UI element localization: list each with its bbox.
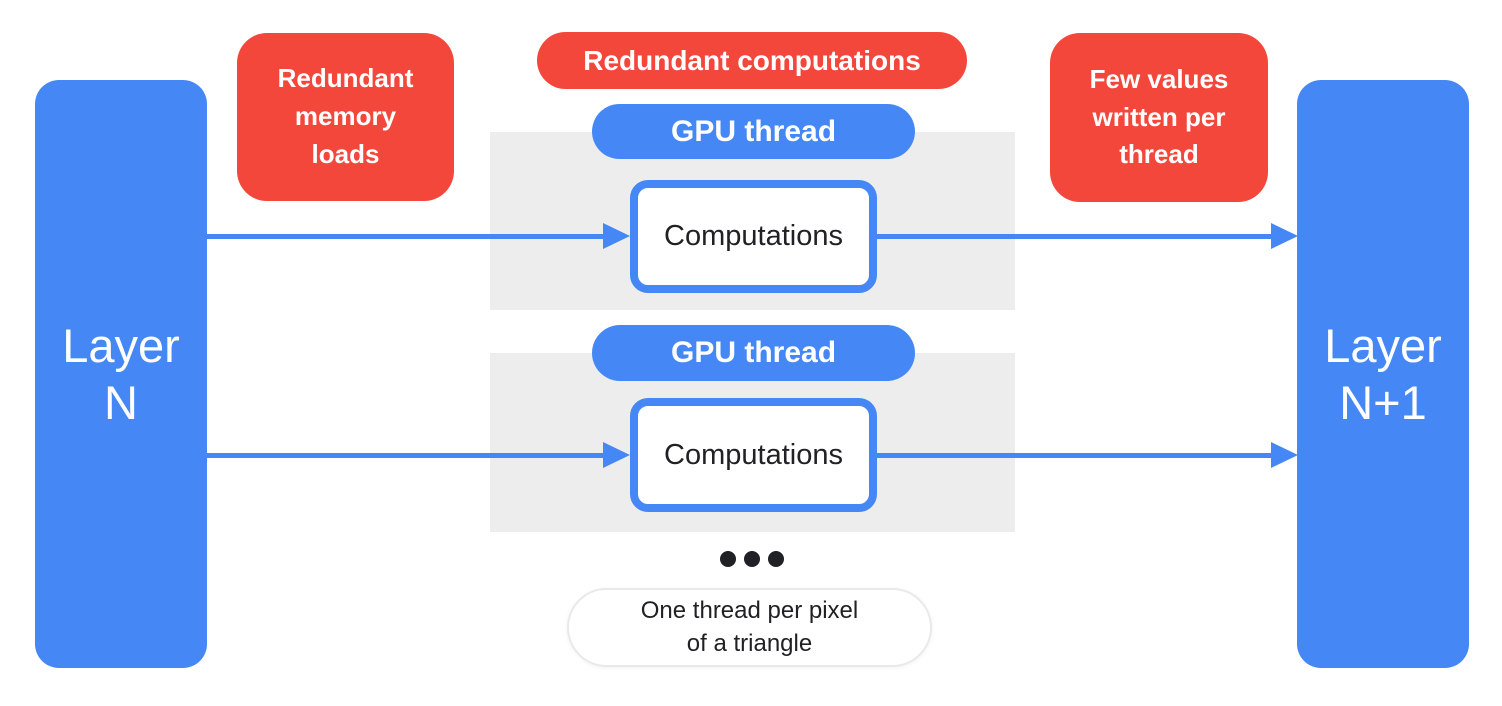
- arrowhead-icon: [1271, 442, 1298, 468]
- layer-n-plus-1-label: Layer N+1: [1324, 318, 1442, 429]
- gpu-thread-pill-2-label: GPU thread: [670, 336, 837, 369]
- arrowhead-icon: [1271, 223, 1298, 249]
- computations-box-1: Computations: [630, 180, 877, 293]
- ellipsis-dot: [720, 551, 736, 567]
- arrow-shaft: [206, 233, 603, 239]
- layer-n-plus-1-box: Layer N+1: [1297, 80, 1469, 668]
- arrowhead-icon: [603, 442, 630, 468]
- gpu-thread-pill-1-label: GPU thread: [670, 114, 837, 148]
- note-one-thread-per-pixel: One thread per pixel of a triangle: [567, 588, 932, 667]
- arrowhead-icon: [603, 223, 630, 249]
- ellipsis-dot: [768, 551, 784, 567]
- badge-redundant-memory-loads: Redundant memory loads: [237, 33, 454, 201]
- layer-n-label: Layer N: [62, 318, 180, 429]
- gpu-thread-pill-2: GPU thread: [592, 325, 915, 381]
- computations-box-1-label: Computations: [664, 220, 843, 252]
- layer-n-box: Layer N: [35, 80, 207, 668]
- arrow-shaft: [206, 452, 603, 458]
- badge-few-values-written: Few values written per thread: [1050, 33, 1268, 202]
- badge-redundant-computations: Redundant computations: [537, 32, 967, 89]
- badge-redundant-computations-label: Redundant computations: [583, 44, 921, 76]
- arrow-shaft: [877, 452, 1271, 458]
- arrow-top-left: [206, 223, 630, 249]
- arrow-bottom-left: [206, 442, 630, 468]
- more-threads-ellipsis-icon: [720, 551, 784, 567]
- badge-few-values-written-label: Few values written per thread: [1089, 63, 1229, 170]
- note-one-thread-per-pixel-label: One thread per pixel of a triangle: [640, 597, 859, 657]
- computations-box-2-label: Computations: [664, 438, 843, 471]
- arrow-bottom-right: [877, 442, 1298, 468]
- ellipsis-dot: [744, 551, 760, 567]
- computations-box-2: Computations: [630, 398, 877, 512]
- arrow-top-right: [877, 223, 1298, 249]
- gpu-thread-pill-1: GPU thread: [592, 104, 915, 159]
- badge-redundant-memory-loads-label: Redundant memory loads: [277, 63, 414, 169]
- arrow-shaft: [877, 233, 1271, 239]
